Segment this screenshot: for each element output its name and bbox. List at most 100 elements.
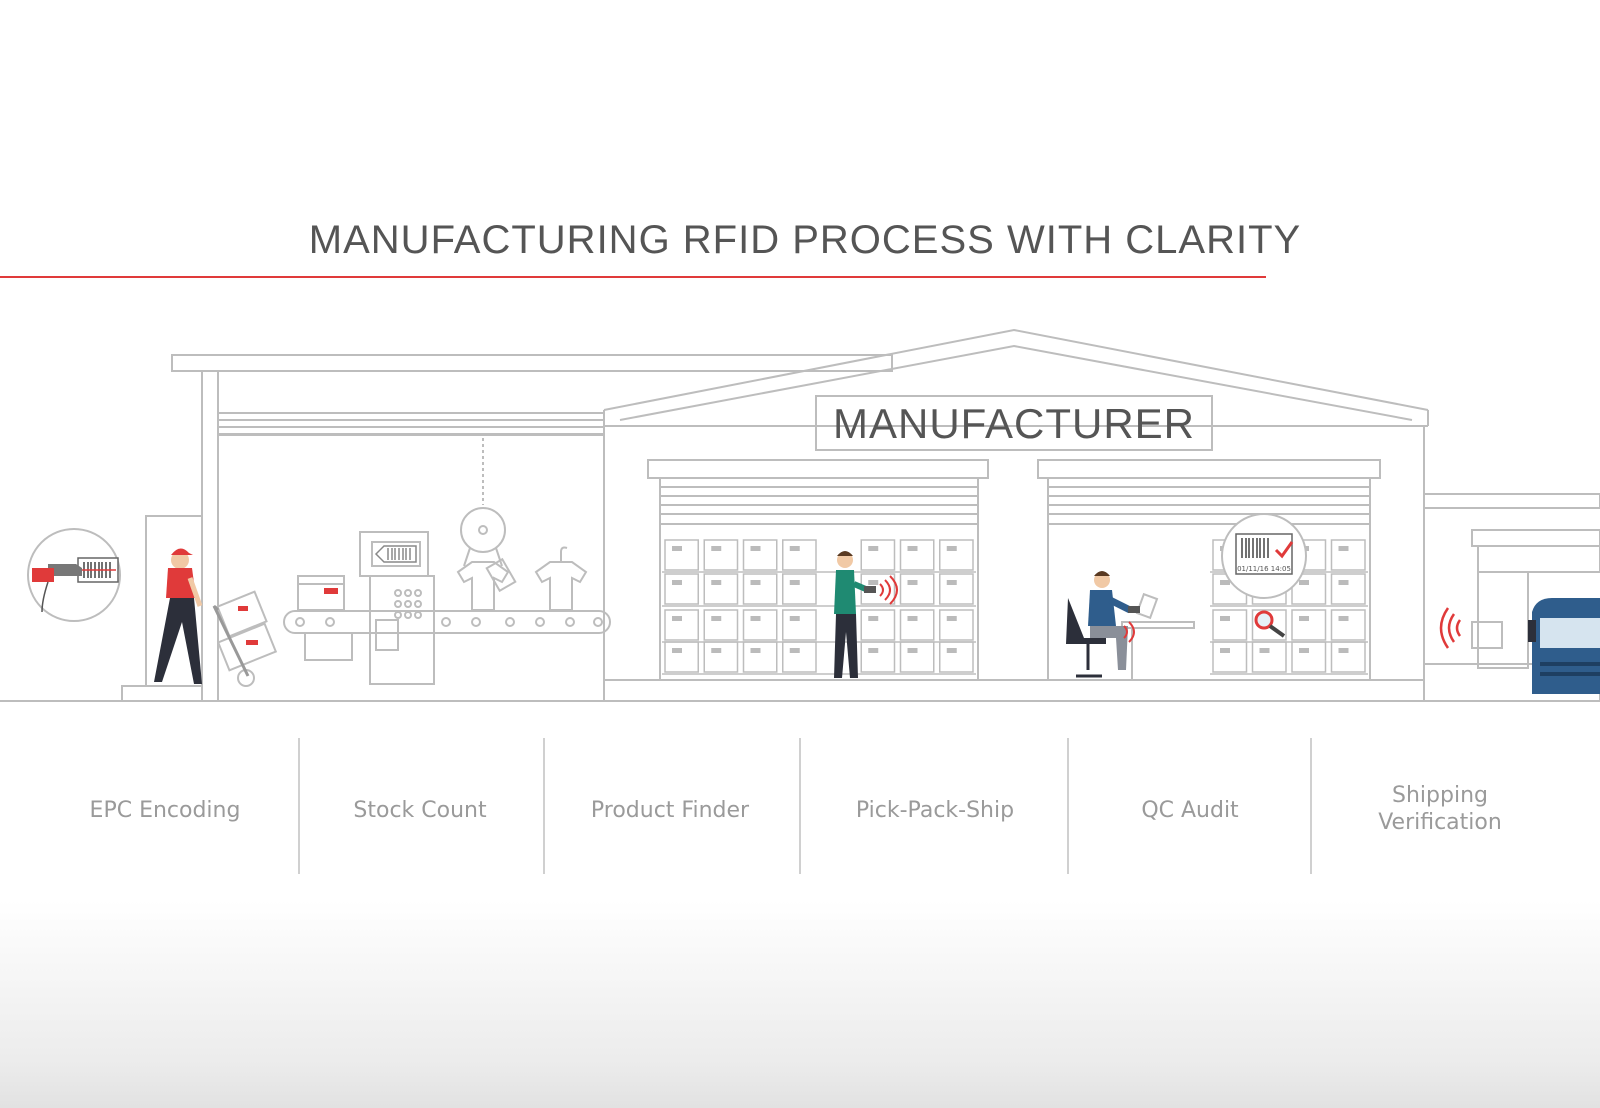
shelf-box <box>782 573 817 605</box>
shelf-box <box>1291 641 1327 673</box>
shelf-box-tag <box>1220 648 1230 653</box>
shelf-box <box>703 641 739 673</box>
step-divider <box>298 738 300 874</box>
shelf-box-tag <box>1338 580 1349 585</box>
shelf-box <box>1330 641 1366 673</box>
checkmark-icon <box>1274 541 1294 559</box>
shelf-box <box>664 573 699 605</box>
shelf-box <box>1212 609 1248 641</box>
shelf-box <box>939 539 974 571</box>
shelf-box <box>860 539 896 571</box>
step-label-product-finder: Product Finder <box>590 798 750 823</box>
shelf-box-tag <box>907 580 918 585</box>
shelf-box-tag <box>750 648 761 653</box>
shelf-box <box>742 539 778 571</box>
rfid-wave-icon <box>1439 607 1462 649</box>
shelf-box <box>1330 573 1366 605</box>
shelf-box-tag <box>1220 580 1230 585</box>
shelf-box-tag <box>750 546 761 551</box>
step-divider <box>543 738 545 874</box>
shelf-box <box>1330 539 1366 571</box>
step-label-pick-pack-ship: Pick-Pack-Ship <box>855 798 1015 823</box>
shelf-box <box>1251 641 1287 673</box>
shelf-box <box>860 641 896 673</box>
shelf-box <box>742 573 778 605</box>
shelf-box <box>1291 573 1327 605</box>
shelf-box <box>939 573 974 605</box>
shelf-box-tag <box>789 616 800 621</box>
shelf-box <box>703 539 739 571</box>
shelf-box-tag <box>789 580 800 585</box>
shelf-box <box>782 641 817 673</box>
shelf-box-tag <box>1220 616 1230 621</box>
shelf-box <box>939 609 974 641</box>
shelf-box-tag <box>868 580 879 585</box>
timestamp-tag: 01/11/16 14:05 <box>1237 565 1291 573</box>
step-label-stock-count: Stock Count <box>353 798 487 823</box>
shelf-box <box>782 539 817 571</box>
scanning-worker-figure <box>834 551 898 678</box>
shelf-box <box>664 641 699 673</box>
shelf-box-tag <box>868 546 879 551</box>
shelf-box <box>664 609 699 641</box>
step-label-qc-audit: QC Audit <box>1141 798 1239 823</box>
qc-audit-bubble: 01/11/16 14:05 <box>1221 513 1307 599</box>
shelf-box <box>703 573 739 605</box>
shelf-box <box>1291 609 1327 641</box>
shelf-box <box>1330 609 1366 641</box>
truck <box>1528 598 1600 694</box>
shelf-box-tag <box>868 616 879 621</box>
qc-worker-figure <box>1066 571 1140 678</box>
shelf-box <box>742 641 778 673</box>
shelf-box <box>742 609 778 641</box>
shelf-box <box>899 609 935 641</box>
shelf-box-tag <box>946 546 957 551</box>
magnifier-icon <box>1254 610 1286 638</box>
step-label-shipping-verification: Shipping Verification <box>1378 783 1502 835</box>
shelf-box-tag <box>907 546 918 551</box>
worker-figure <box>154 548 250 684</box>
step-divider <box>1310 738 1312 874</box>
shelf-box <box>860 609 896 641</box>
shelf-box-tag <box>907 616 918 621</box>
shelf-box <box>1251 609 1287 641</box>
shelf-box-tag <box>750 616 761 621</box>
step-label-epc-encoding: EPC Encoding <box>89 798 241 823</box>
shelf-box-tag <box>711 648 722 653</box>
shelf-box-tag <box>672 616 682 621</box>
shelf-box <box>664 539 699 571</box>
shelf-box <box>703 609 739 641</box>
shelf-box-tag <box>946 580 957 585</box>
shelf-box <box>939 641 974 673</box>
shelf-box-tag <box>672 546 682 551</box>
shelf-box-tag <box>711 546 722 551</box>
shelf-box <box>899 641 935 673</box>
shelf-box-tag <box>1299 648 1309 653</box>
shelf-box-tag <box>711 580 722 585</box>
shelf-box-tag <box>1338 648 1349 653</box>
shelf-box <box>899 539 935 571</box>
shelf-box-tag <box>907 648 918 653</box>
step-divider <box>799 738 801 874</box>
shelf-box-tag <box>1259 648 1270 653</box>
shelf-box-tag <box>1338 616 1349 621</box>
shelf-box-tag <box>789 546 800 551</box>
building-sign: MANUFACTURER <box>833 400 1195 447</box>
shelf-box <box>1212 641 1248 673</box>
step-divider <box>1067 738 1069 874</box>
shelf-box-tag <box>711 616 722 621</box>
shelf-box <box>782 609 817 641</box>
page-title: MANUFACTURING RFID PROCESS WITH CLARITY <box>308 218 1302 262</box>
shelf-box-tag <box>868 648 879 653</box>
shelf-box-tag <box>1299 580 1309 585</box>
shelf-box <box>899 573 935 605</box>
shelf-box-tag <box>672 580 682 585</box>
shelf-box-tag <box>946 648 957 653</box>
shelf-box-tag <box>1299 616 1309 621</box>
shelf-box-tag <box>789 648 800 653</box>
shelf-box-tag <box>672 648 682 653</box>
shelf-box-tag <box>1338 546 1349 551</box>
shelf-box-tag <box>750 580 761 585</box>
barcode-scanner-icon <box>27 528 121 622</box>
